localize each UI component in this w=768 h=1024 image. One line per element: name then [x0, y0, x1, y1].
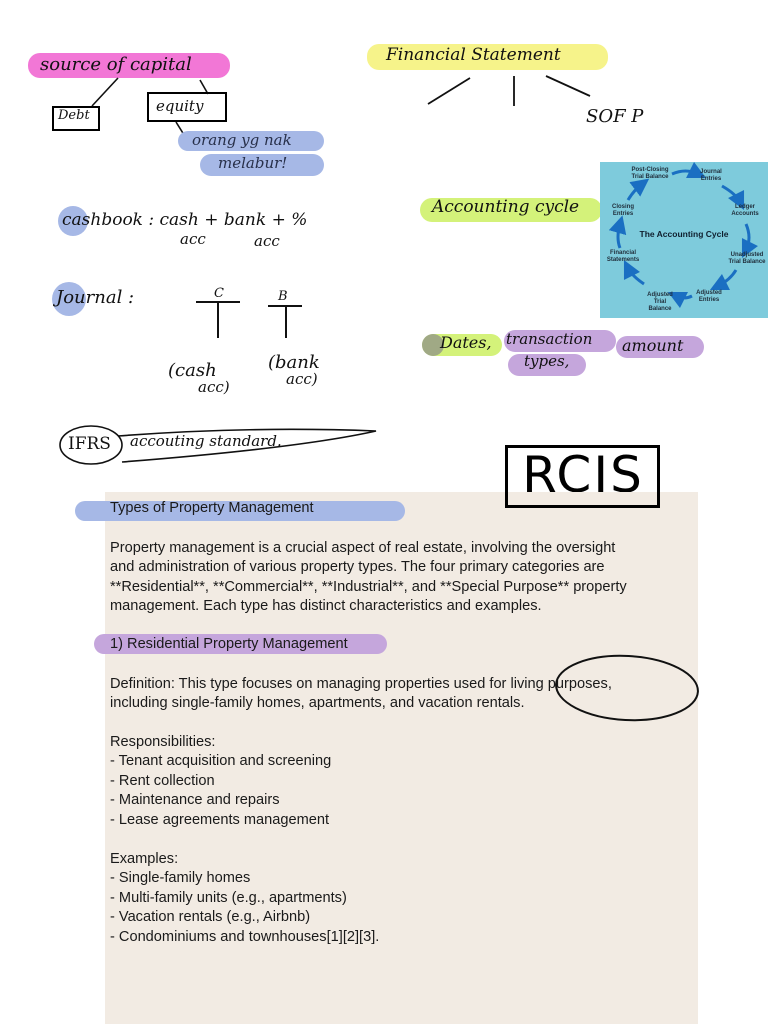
- orang-yg-nak-text: orang yg nak: [192, 131, 292, 149]
- bank-acc-text: acc): [286, 370, 318, 388]
- definition-line: Definition: This type focuses on managin…: [110, 676, 612, 692]
- cycle-step-label: Financial Statements: [606, 250, 640, 263]
- journal-b-text: B: [278, 289, 288, 304]
- blue-highlight: [200, 154, 324, 176]
- section-heading: 1) Residential Property Management: [110, 636, 348, 652]
- amount-text: amount: [622, 336, 684, 355]
- blue-dot-highlight: [58, 206, 88, 236]
- notes-card: [105, 492, 698, 1024]
- example-item: - Single-family homes: [110, 870, 251, 886]
- types-text: types,: [524, 352, 570, 370]
- notes-heading: Types of Property Management: [110, 500, 314, 516]
- cycle-step-label: Adjusted Trial Balance: [647, 292, 673, 312]
- cash-acc-text: acc): [198, 378, 230, 396]
- bank-acc-text: (bank: [268, 352, 320, 373]
- example-item: - Vacation rentals (e.g., Airbnb): [110, 909, 311, 925]
- debt-text: Debt: [58, 108, 90, 123]
- cashbook-acc-text: acc: [254, 232, 280, 250]
- intro-line: and administration of various property t…: [110, 559, 605, 575]
- responsibility-item: - Rent collection: [110, 773, 215, 789]
- equity-box: [147, 92, 227, 122]
- cash-acc-text: (cash: [168, 360, 217, 381]
- blue-highlight: [75, 501, 405, 521]
- responsibility-item: - Maintenance and repairs: [110, 792, 280, 808]
- blue-highlight: [178, 131, 324, 151]
- intro-line: **Residential**, **Commercial**, **Indus…: [110, 579, 627, 595]
- yellow-highlight: [367, 44, 608, 70]
- cycle-step-label: Closing Entries: [612, 204, 634, 217]
- accounting-standard-text: accouting standard.: [130, 432, 282, 450]
- responsibility-item: - Tenant acquisition and screening: [110, 753, 332, 769]
- examples-heading: Examples:: [110, 851, 179, 867]
- cycle-step-label: Journal Entries: [700, 169, 722, 182]
- cashbook-text: cashbook : cash + bank + %: [62, 210, 308, 230]
- pink-highlight: [28, 53, 230, 78]
- intro-line: management. Each type has distinct chara…: [110, 598, 542, 614]
- debt-box: [52, 106, 100, 131]
- definition-line: including single-family homes, apartment…: [110, 695, 525, 711]
- example-item: - Multi-family units (e.g., apartments): [110, 890, 347, 906]
- cycle-title: The Accounting Cycle: [639, 229, 729, 239]
- cycle-step-label: Post-Closing Trial Balance: [631, 167, 669, 180]
- purple-highlight: [504, 330, 616, 352]
- melabur-text: melabur!: [218, 154, 288, 172]
- example-item: - Condominiums and townhouses[1][2][3].: [110, 929, 380, 945]
- intro-line: Property management is a crucial aspect …: [110, 540, 616, 556]
- accounting-cycle-diagram: Post-Closing Trial Balance Journal Entri…: [600, 162, 768, 318]
- journal-text: Journal :: [56, 287, 135, 308]
- responsibilities-heading: Responsibilities:: [110, 734, 216, 750]
- accounting-cycle-text: Accounting cycle: [432, 197, 580, 217]
- purple-highlight: [94, 634, 387, 654]
- grey-dot-highlight: [422, 334, 444, 356]
- green-highlight: [420, 198, 602, 222]
- sofp-text: SOF P: [586, 106, 644, 127]
- blue-dot-highlight: [52, 282, 86, 316]
- financial-statement-text: Financial Statement: [386, 45, 561, 65]
- cycle-step-label: Adjusted Entries: [696, 290, 722, 303]
- dates-text: Dates,: [440, 333, 492, 352]
- equity-text: equity: [156, 97, 204, 115]
- cycle-step-label: Ledger Accounts: [731, 204, 759, 217]
- transaction-text: transaction: [506, 330, 593, 348]
- purple-highlight: [508, 354, 586, 376]
- cycle-arrows: [608, 162, 759, 309]
- source-of-capital-text: source of capital: [40, 54, 192, 75]
- cashbook-acc-text: acc: [180, 230, 206, 248]
- purple-highlight: [616, 336, 704, 358]
- responsibility-item: - Lease agreements management: [110, 812, 330, 828]
- rcis-box-frame: [505, 445, 660, 508]
- journal-c-text: C: [214, 286, 224, 301]
- ifrs-text: IFRS: [68, 434, 111, 454]
- cycle-step-label: Unadjusted Trial Balance: [728, 252, 766, 265]
